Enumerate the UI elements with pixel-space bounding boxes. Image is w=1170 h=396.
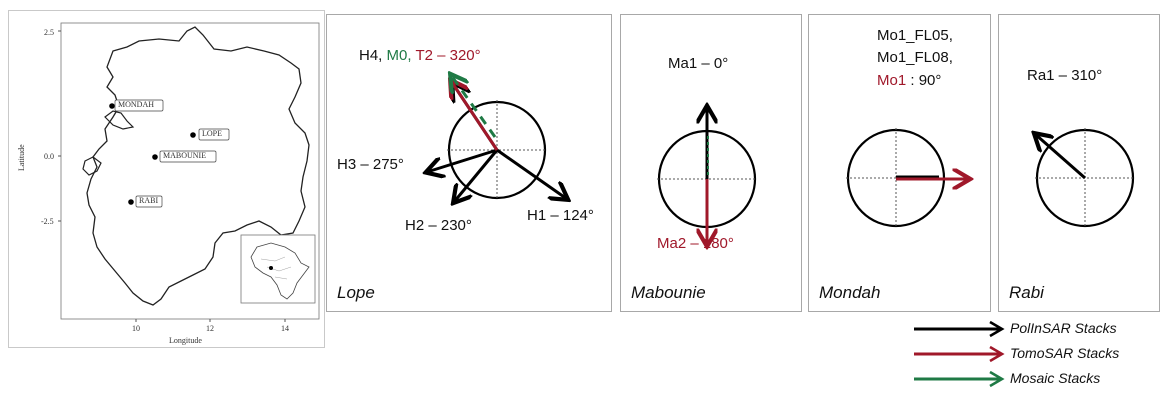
ma1-label: Ma1 – 0° bbox=[668, 55, 729, 72]
h1-label: H1 – 124° bbox=[527, 207, 594, 224]
map-frame bbox=[60, 22, 320, 320]
arrow-h1 bbox=[496, 148, 567, 199]
legend-label-polinsar: PolInSAR Stacks bbox=[1010, 320, 1117, 336]
y-tick-label: -2.5 bbox=[41, 217, 54, 226]
h3-label: H3 – 275° bbox=[337, 156, 404, 173]
mabounie-diagram bbox=[657, 15, 757, 311]
y-axis-title: Latitude bbox=[17, 144, 26, 171]
inset-frame bbox=[240, 234, 316, 304]
legend-item-mosaic: Mosaic Stacks bbox=[912, 368, 1152, 390]
site-box bbox=[159, 150, 217, 163]
panel-site-name: Mondah bbox=[819, 283, 881, 302]
mondah-panel: Mo1_FL05, Mo1_FL08, Mo1 : 90° Mondah bbox=[808, 14, 991, 312]
site-label-mabounie: MABOUNIE bbox=[163, 151, 207, 160]
legend-label-tomosar: TomoSAR Stacks bbox=[1010, 345, 1120, 361]
mo1-angle-text: : 90° bbox=[906, 72, 942, 89]
y-tick-label: 2.5 bbox=[44, 28, 54, 37]
rabi-panel: Ra1 – 310° Rabi bbox=[998, 14, 1160, 312]
x-tick-label: 10 bbox=[132, 324, 140, 333]
mo1-label: Mo1 : 90° bbox=[877, 72, 941, 89]
legend: PolInSAR Stacks TomoSAR Stacks Mosaic St… bbox=[912, 316, 1152, 394]
arrow-h2 bbox=[454, 149, 499, 202]
mo1-fl05-label: Mo1_FL05, bbox=[877, 27, 953, 44]
arrow-h3 bbox=[427, 148, 498, 172]
mondah-diagram bbox=[846, 128, 990, 228]
site-label-rabi: RABI bbox=[139, 196, 159, 205]
site-box bbox=[114, 99, 164, 112]
arrow-m0 bbox=[451, 75, 497, 138]
legend-item-polinsar: PolInSAR Stacks bbox=[912, 318, 1152, 340]
t2-label: T2 – 320° bbox=[415, 47, 481, 64]
x-tick-label: 14 bbox=[281, 324, 289, 333]
legend-label-mosaic: Mosaic Stacks bbox=[1010, 370, 1101, 386]
arrow-t2 bbox=[451, 81, 499, 151]
site-label-lope: LOPE bbox=[202, 129, 222, 138]
gabon-outline bbox=[86, 26, 310, 306]
lope-panel: H4, M0, T2 – 320° H3 – 275° H2 – 230° H1… bbox=[326, 14, 612, 312]
lope-diagram bbox=[327, 15, 611, 311]
legend-arrow-mosaic bbox=[914, 370, 1005, 388]
site-dot-mabounie bbox=[152, 154, 158, 160]
rabi-diagram bbox=[999, 128, 1135, 228]
m0-label: M0, bbox=[386, 47, 412, 64]
arrow-ra1 bbox=[1035, 134, 1086, 180]
africa-inset bbox=[250, 242, 310, 300]
legend-arrow-polinsar bbox=[914, 320, 1005, 338]
ma2-label: Ma2 – 180° bbox=[657, 235, 734, 252]
lope-top-label: H4, M0, T2 – 320° bbox=[359, 47, 481, 64]
site-dot-rabi bbox=[128, 199, 134, 205]
h4-label: H4, bbox=[359, 47, 383, 64]
mo1-fl08-label: Mo1_FL08, bbox=[877, 49, 953, 66]
mo1-tomo-text: Mo1 bbox=[877, 72, 907, 89]
inset-gabon-marker bbox=[269, 266, 273, 270]
panel-site-name: Mabounie bbox=[631, 283, 706, 302]
h2-label: H2 – 230° bbox=[405, 217, 472, 234]
site-dot-mondah bbox=[109, 103, 115, 109]
mabounie-panel: Ma1 – 0° Ma2 – 180° Mabounie bbox=[620, 14, 802, 312]
map-figure bbox=[58, 22, 320, 322]
site-box bbox=[198, 128, 230, 141]
site-dot-lope bbox=[190, 132, 196, 138]
site-box bbox=[135, 195, 163, 208]
y-tick-label: 0.0 bbox=[44, 152, 54, 161]
panel-site-name: Lope bbox=[337, 283, 375, 302]
coast-detail bbox=[104, 110, 135, 130]
x-axis-title: Longitude bbox=[169, 336, 202, 345]
coast-detail bbox=[82, 156, 102, 176]
ra1-label: Ra1 – 310° bbox=[1027, 67, 1103, 84]
panel-site-name: Rabi bbox=[1009, 283, 1044, 302]
x-tick-label: 12 bbox=[206, 324, 214, 333]
gabon-map: 2.5 0.0 -2.5 10 12 14 Longitude Latitude… bbox=[8, 10, 325, 348]
site-label-mondah: MONDAH bbox=[118, 100, 154, 109]
legend-item-tomosar: TomoSAR Stacks bbox=[912, 343, 1152, 365]
legend-arrow-tomosar bbox=[914, 345, 1005, 363]
